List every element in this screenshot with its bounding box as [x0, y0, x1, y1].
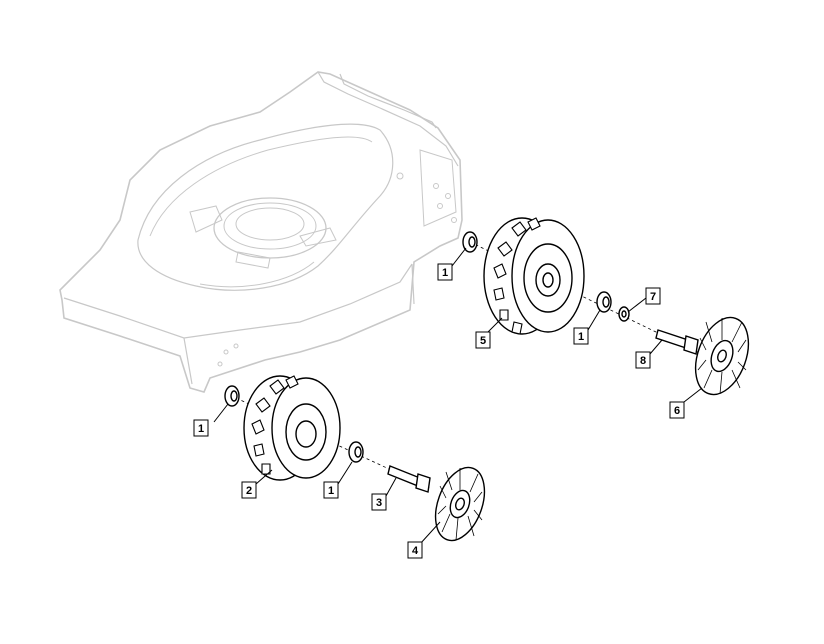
bearing-nut-4	[348, 441, 364, 463]
hub-cap-front	[434, 466, 486, 542]
callout-number: 1	[328, 485, 334, 497]
bearing-nut-3	[224, 385, 240, 407]
bearing-nut-2	[596, 291, 612, 313]
callout-number: 7	[650, 291, 656, 303]
callout-number: 1	[198, 423, 204, 435]
callout-label-7: 7	[645, 287, 661, 305]
callout-label-3: 3	[371, 493, 387, 511]
washer	[618, 306, 630, 322]
callout-label-1b: 1	[573, 327, 589, 345]
callout-label-8: 8	[635, 351, 651, 369]
hub-cap-rear	[694, 316, 750, 396]
callout-number: 3	[376, 497, 382, 509]
callout-number: 6	[674, 405, 680, 417]
callout-label-1d: 1	[323, 481, 339, 499]
callout-number: 1	[442, 267, 448, 279]
callout-number: 8	[640, 355, 646, 367]
bolt-front	[387, 465, 431, 493]
callout-number: 5	[480, 335, 486, 347]
wheel-front	[243, 375, 341, 481]
mower-deck	[59, 71, 463, 393]
callout-label-1c: 1	[193, 419, 209, 437]
leader-lines	[213, 247, 703, 545]
callout-label-6: 6	[669, 401, 685, 419]
callout-label-1a: 1	[437, 263, 453, 281]
callout-number: 4	[412, 545, 419, 557]
callout-label-2: 2	[241, 481, 257, 499]
callout-number: 1	[578, 331, 584, 343]
bolt-rear	[655, 329, 699, 355]
callout-label-5: 5	[475, 331, 491, 349]
bearing-nut-1	[462, 231, 478, 253]
callout-label-4: 4	[407, 541, 423, 559]
callout-number: 2	[246, 485, 252, 497]
wheel-rear	[483, 217, 585, 335]
